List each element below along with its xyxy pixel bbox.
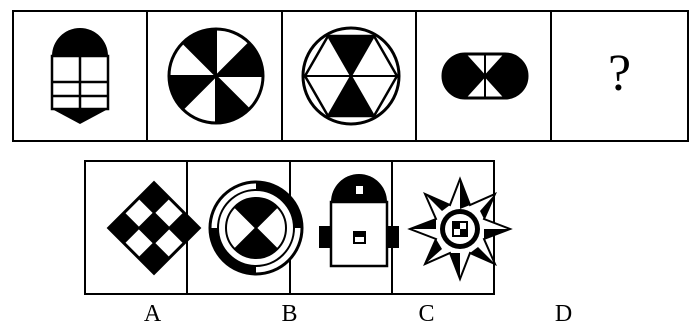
- option-c-figure[interactable]: [291, 162, 393, 293]
- option-d-figure[interactable]: [393, 162, 493, 293]
- sequence-figure-3: [283, 12, 418, 140]
- option-label-d[interactable]: D: [495, 300, 632, 329]
- sequence-row: ?: [12, 10, 689, 142]
- sequence-figure-2: [148, 12, 283, 140]
- stadium-figure: [417, 12, 553, 140]
- pinwheel-circle-figure: [148, 12, 284, 140]
- option-label-c[interactable]: C: [358, 300, 495, 329]
- sequence-figure-4: [417, 12, 552, 140]
- window-shield-figure: [14, 12, 149, 140]
- sequence-unknown: ?: [552, 12, 687, 140]
- options-row: [84, 160, 495, 295]
- option-label-b[interactable]: B: [221, 300, 358, 329]
- hexagon-circle-figure: [283, 12, 419, 140]
- sequence-figure-1: [14, 12, 148, 140]
- star-figure: [393, 162, 528, 293]
- option-a-figure[interactable]: [86, 162, 188, 293]
- question-mark: ?: [552, 44, 687, 104]
- option-label-a[interactable]: A: [84, 300, 221, 329]
- option-b-figure[interactable]: [188, 162, 290, 293]
- option-labels: A B C D: [84, 300, 632, 329]
